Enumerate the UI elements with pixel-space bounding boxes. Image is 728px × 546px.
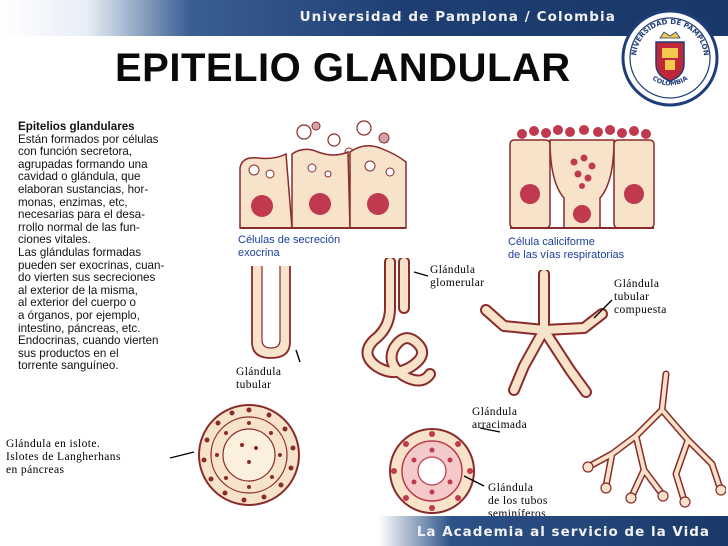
arrow-islet-icon [169,451,195,459]
caption-acinar: Glándula arracimada [472,406,528,431]
caption-tubular-compound: Glándula tubular compuesta [614,278,667,316]
footer-bar: La Academia al servicio de la Vida [0,516,728,546]
description-line: a órganos, por ejemplo, [18,308,140,322]
description-line: Las glándulas formadas [18,245,142,259]
seminiferous-tubule-illustration [389,428,475,514]
description-line: necesarias para el desa- [18,208,145,222]
description-line: al exterior del cuerpo o [18,296,136,310]
description-line: cavidad o glándula, que [18,170,141,184]
description-heading: Epitelios glandulares [18,120,135,133]
description-line: Están formados por células [18,132,159,146]
description-line: sus productos en el [18,346,119,360]
university-seal-icon: UNIVERSIDAD DE PAMPLONA COLOMBIA [620,8,719,107]
compound-tubular-gland-illustration [480,270,608,398]
exocrine-cells-illustration [239,120,407,229]
description-line: do vierten sus secreciones [18,271,156,285]
description-line: con función secretora, [18,145,133,159]
footer-tagline: La Academia al servicio de la Vida [416,524,710,540]
caption-seminiferous: Glándula de los tubos seminíferos [488,482,548,520]
caption-glomerular: Glándula glomerular [430,264,485,289]
goblet-cell-illustration [509,125,655,229]
caption-tubular: Glándula tubular [236,366,282,391]
description-line: rrollo normal de las fun- [18,220,140,234]
description-line: intestino, páncreas, etc. [18,321,141,335]
description-line: Endocrinas, cuando vierten [18,334,159,348]
description-line: monas, enzimas, etc, [18,195,128,209]
caption-exocrine: Células de secreción exocrina [238,234,341,259]
caption-goblet: Célula caliciforme de las vías respirato… [508,236,625,261]
description-line: al exterior de la misma, [18,283,138,297]
arrow-tubular-icon [295,349,301,363]
islet-gland-illustration [198,404,300,506]
institution-name: Universidad de Pamplona / Colombia [299,9,616,25]
description-line: pueden ser exocrinas, cuan- [18,258,165,272]
description-text: Epitelios glandulares Están formados por… [18,120,228,373]
glomerular-gland-illustration [361,258,436,387]
description-line: elaboran sustancias, hor- [18,182,149,196]
acinar-gland-illustration [582,370,726,508]
description-line: torrente sanguíneo. [18,359,119,373]
tubular-gland-illustration [251,266,291,359]
description-line: agrupadas formando una [18,157,148,171]
description-line: ciones vitales. [18,233,91,247]
slide-title: EPITELIO GLANDULAR [115,46,571,90]
caption-islet: Glándula en islote. Islotes de Langherha… [6,438,121,476]
header-bar: Universidad de Pamplona / Colombia [0,0,728,36]
